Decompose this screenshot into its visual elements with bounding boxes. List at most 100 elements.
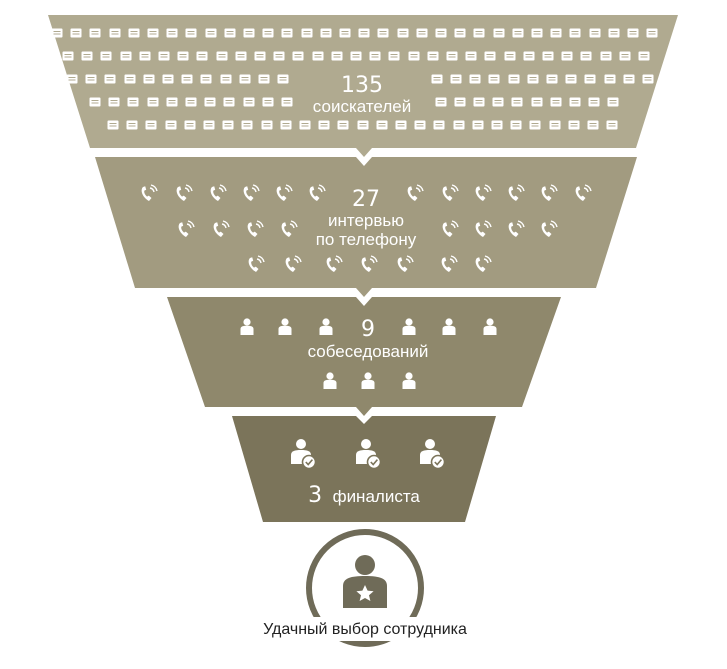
document-icon: [331, 51, 343, 61]
document-icon: [642, 74, 654, 84]
document-icon: [124, 74, 136, 84]
document-icon: [181, 74, 193, 84]
document-icon: [70, 28, 82, 38]
document-icon: [531, 97, 543, 107]
stage-3-label: собеседований: [308, 342, 429, 361]
document-icon: [145, 120, 157, 130]
document-icon: [158, 51, 170, 61]
document-icon: [492, 97, 504, 107]
document-icon: [465, 51, 477, 61]
document-icon: [508, 74, 520, 84]
stage-1-label: соискателей: [313, 97, 411, 116]
funnel-stage-applicants: 135 соискателей: [48, 15, 678, 157]
document-icon: [85, 74, 97, 84]
document-icon: [301, 28, 313, 38]
document-icon: [587, 120, 599, 130]
funnel-stage-phone-interviews: 27 интервью по телефону: [95, 157, 637, 297]
document-icon: [623, 74, 635, 84]
document-icon: [627, 28, 639, 38]
stage-3-count: 9: [361, 317, 375, 342]
document-icon: [239, 74, 251, 84]
document-icon: [550, 28, 562, 38]
document-icon: [281, 97, 293, 107]
document-icon: [414, 120, 426, 130]
document-icon: [139, 51, 151, 61]
document-icon: [388, 51, 400, 61]
document-icon: [549, 120, 561, 130]
document-icon: [81, 51, 93, 61]
document-icon: [120, 51, 132, 61]
funnel-stage-interviews: 9 собеседований: [167, 297, 561, 416]
document-icon: [377, 28, 389, 38]
document-icon: [646, 28, 658, 38]
document-icon: [561, 51, 573, 61]
document-icon: [529, 120, 541, 130]
document-icon: [454, 97, 466, 107]
document-icon: [588, 97, 600, 107]
document-icon: [435, 97, 447, 107]
document-icon: [488, 74, 500, 84]
document-icon: [126, 120, 138, 130]
document-icon: [607, 97, 619, 107]
document-icon: [454, 28, 466, 38]
document-icon: [550, 97, 562, 107]
document-icon: [107, 120, 119, 130]
document-icon: [261, 120, 273, 130]
document-icon: [162, 74, 174, 84]
document-icon: [262, 97, 274, 107]
document-icon: [127, 97, 139, 107]
document-icon: [62, 51, 74, 61]
document-icon: [143, 74, 155, 84]
document-icon: [473, 28, 485, 38]
document-icon: [243, 97, 255, 107]
document-icon: [200, 74, 212, 84]
document-icon: [484, 51, 496, 61]
document-icon: [369, 51, 381, 61]
document-icon: [435, 28, 447, 38]
document-icon: [569, 97, 581, 107]
document-icon: [166, 28, 178, 38]
document-icon: [243, 28, 255, 38]
document-icon: [395, 120, 407, 130]
document-icon: [569, 28, 581, 38]
document-icon: [277, 74, 289, 84]
document-icon: [216, 51, 228, 61]
document-icon: [177, 51, 189, 61]
document-icon: [100, 51, 112, 61]
document-icon: [357, 120, 369, 130]
document-icon: [604, 74, 616, 84]
document-icon: [531, 28, 543, 38]
stage-1-count: 135: [341, 73, 383, 98]
document-icon: [568, 120, 580, 130]
document-icon: [166, 97, 178, 107]
document-icon: [565, 74, 577, 84]
document-icon: [299, 120, 311, 130]
document-icon: [254, 51, 266, 61]
document-icon: [472, 120, 484, 130]
document-icon: [196, 51, 208, 61]
document-icon: [205, 28, 217, 38]
document-icon: [453, 120, 465, 130]
document-icon: [542, 51, 554, 61]
document-icon: [89, 97, 101, 107]
person-star-icon: [343, 555, 387, 608]
document-icon: [224, 28, 236, 38]
result-circle: [306, 529, 424, 647]
document-icon: [292, 51, 304, 61]
document-icon: [281, 28, 293, 38]
document-icon: [89, 28, 101, 38]
document-icon: [280, 120, 292, 130]
stage-2-band: [95, 157, 637, 297]
document-icon: [147, 97, 159, 107]
document-icon: [350, 51, 362, 61]
document-icon: [512, 28, 524, 38]
document-icon: [600, 51, 612, 61]
document-icon: [580, 51, 592, 61]
stage-3-band: [167, 297, 561, 416]
document-icon: [312, 51, 324, 61]
document-icon: [606, 120, 618, 130]
document-icon: [337, 120, 349, 130]
document-icon: [510, 120, 522, 130]
document-icon: [51, 28, 63, 38]
stage-4-caption: 3 финалиста: [308, 483, 420, 508]
